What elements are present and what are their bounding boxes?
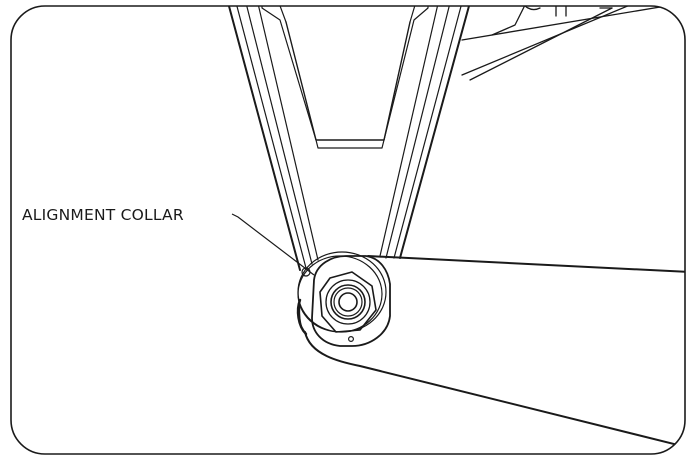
fork-arm bbox=[225, 6, 473, 277]
leader-line bbox=[231, 213, 315, 276]
frame-border bbox=[10, 5, 686, 455]
upper-bracket bbox=[461, 6, 685, 81]
callout-label: ALIGNMENT COLLAR bbox=[22, 206, 184, 224]
callout-alignment-collar: ALIGNMENT COLLAR bbox=[22, 206, 315, 276]
lever-arm bbox=[298, 255, 685, 449]
pivot-hub bbox=[296, 251, 391, 347]
